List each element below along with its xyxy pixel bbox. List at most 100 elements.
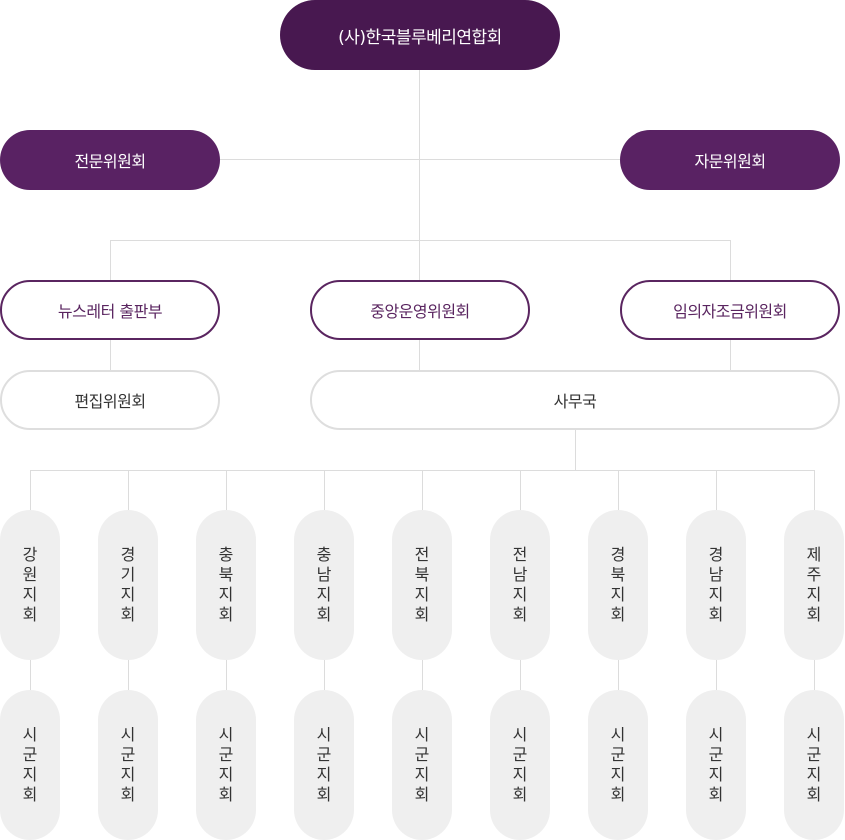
branch-label-char: 회	[708, 605, 724, 624]
committee-node-right: 자문위원회	[620, 130, 840, 190]
connector-branch-5	[520, 470, 521, 510]
connector-mid-center	[419, 240, 420, 280]
subbranch-label-char: 시	[218, 725, 234, 744]
branch-label-char: 경	[610, 545, 626, 564]
subbranch-label-char: 시	[806, 725, 822, 744]
subbranch-label-char: 지	[806, 765, 822, 784]
subbranch-label-char: 군	[806, 745, 822, 764]
connector-subbranch-6	[618, 660, 619, 690]
subbranch-label-char: 지	[120, 765, 136, 784]
branch-label-char: 강	[22, 545, 38, 564]
subbranch-label-char: 회	[316, 785, 332, 804]
subbranch-label-char: 지	[414, 765, 430, 784]
connector-subbranch-4	[422, 660, 423, 690]
connector-branch-0	[30, 470, 31, 510]
branch-label-char: 경	[708, 545, 724, 564]
branch-label-char: 지	[512, 585, 528, 604]
connector-branch-3	[324, 470, 325, 510]
central-committee-node: 중앙운영위원회	[310, 280, 530, 340]
subbranch-label-char: 회	[512, 785, 528, 804]
branch-label-char: 기	[120, 565, 136, 584]
connector-branch-7	[716, 470, 717, 510]
branch-label-char: 회	[414, 605, 430, 624]
branch-label-char: 주	[806, 565, 822, 584]
connector-subbranch-7	[716, 660, 717, 690]
connector-secretariat-down	[575, 430, 576, 470]
branch-label-char: 지	[610, 585, 626, 604]
subbranch-label-char: 군	[120, 745, 136, 764]
subbranch-label-char: 군	[512, 745, 528, 764]
branch-label-char: 지	[316, 585, 332, 604]
connector-branch-2	[226, 470, 227, 510]
branch-label-char: 회	[218, 605, 234, 624]
subbranch-label-char: 시	[316, 725, 332, 744]
connector-branch-6	[618, 470, 619, 510]
subbranch-label-char: 회	[22, 785, 38, 804]
subbranch-label-char: 지	[218, 765, 234, 784]
branch-label-char: 지	[708, 585, 724, 604]
root-node: (사)한국블루베리연합회	[280, 0, 560, 70]
connector-mid-right	[730, 240, 731, 280]
subbranch-label-char: 지	[610, 765, 626, 784]
branch-label-char: 북	[218, 565, 234, 584]
branch-label-char: 회	[806, 605, 822, 624]
connector-subbranch-0	[30, 660, 31, 690]
branch-label-char: 남	[512, 565, 528, 584]
subbranch-label-char: 회	[610, 785, 626, 804]
committee-node-left: 전문위원회	[0, 130, 220, 190]
subbranch-label-char: 군	[218, 745, 234, 764]
connector-branch-1	[128, 470, 129, 510]
connector-mid-bar	[110, 240, 730, 241]
subbranch-label-char: 지	[22, 765, 38, 784]
subbranch-label-char: 지	[708, 765, 724, 784]
connector-subbranch-8	[814, 660, 815, 690]
editorial-committee-node: 편집위원회	[0, 370, 220, 430]
branch-label-char: 남	[316, 565, 332, 584]
checkoff-committee-node: 임의자조금위원회	[620, 280, 840, 340]
subbranch-label-char: 시	[708, 725, 724, 744]
subbranch-label-char: 군	[316, 745, 332, 764]
subbranch-label-char: 회	[708, 785, 724, 804]
branch-label-char: 북	[610, 565, 626, 584]
branch-label-char: 지	[22, 585, 38, 604]
connector-branch-4	[422, 470, 423, 510]
branch-label-char: 지	[120, 585, 136, 604]
subbranch-label-char: 군	[22, 745, 38, 764]
subbranch-label-char: 시	[22, 725, 38, 744]
branch-label-char: 회	[22, 605, 38, 624]
branch-label-char: 지	[414, 585, 430, 604]
branch-label-char: 남	[708, 565, 724, 584]
subbranch-label-char: 군	[610, 745, 626, 764]
branch-label-char: 충	[218, 545, 234, 564]
subbranch-label-char: 회	[218, 785, 234, 804]
connector-subbranch-5	[520, 660, 521, 690]
subbranch-label-char: 시	[120, 725, 136, 744]
connector-subbranch-3	[324, 660, 325, 690]
connector-root-trunk	[419, 70, 420, 240]
branch-label-char: 지	[218, 585, 234, 604]
